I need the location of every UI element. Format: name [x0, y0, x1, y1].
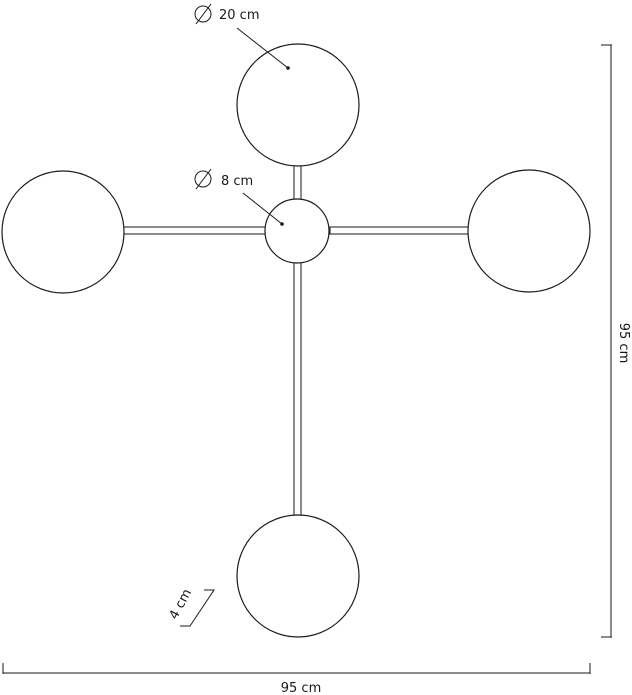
globe-left — [1, 170, 125, 294]
globe-diameter-label: 20 cm — [219, 8, 260, 23]
diameter-icon — [194, 168, 212, 190]
depth-dimension: 4 cm — [167, 587, 215, 627]
globe-top — [236, 43, 360, 167]
depth-label: 4 cm — [167, 587, 195, 622]
center-diameter-label: 8 cm — [221, 174, 253, 189]
width-dimension: 95 cm — [2, 663, 591, 695]
globe-bottom — [236, 514, 360, 638]
rod-left — [121, 226, 267, 235]
height-dimension: 95 cm — [601, 44, 631, 638]
globe-right — [467, 169, 591, 293]
center-hub — [264, 198, 330, 264]
globes — [1, 43, 591, 638]
center-diameter-callout: 8 cm — [194, 168, 284, 226]
width-label: 95 cm — [281, 681, 322, 695]
globe-diameter-dot — [286, 66, 290, 70]
height-label: 95 cm — [616, 323, 631, 364]
globe-diameter-leader — [236, 27, 289, 69]
rod-right — [329, 226, 471, 235]
diameter-icon — [194, 3, 212, 25]
rod-top — [293, 164, 302, 202]
globe-diameter-callout: 20 cm — [194, 3, 290, 70]
center-diameter-leader — [242, 192, 283, 225]
rod-bottom — [293, 261, 302, 519]
center-diameter-dot — [280, 222, 284, 226]
